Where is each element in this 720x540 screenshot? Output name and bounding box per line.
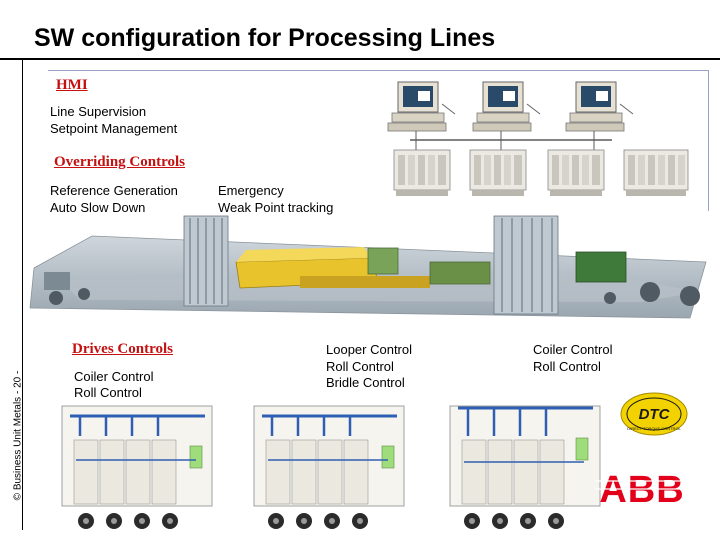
hmi-item-setpoint-management: Setpoint Management [50,121,178,136]
drives-right-item-coiler-control: Coiler Control [533,342,613,357]
plc-rack-3 [547,149,605,196]
overriding-item-weak-point-tracking: Weak Point tracking [218,200,334,215]
drive-group-3-motors [464,513,564,529]
plc-rack-1 [393,149,451,196]
drives-mid-item-roll-control: Roll Control [326,359,394,374]
hmi-workstation-3 [565,81,634,132]
hmi-network-bus [410,131,612,150]
overriding-item-reference-generation: Reference Generation [50,183,178,198]
plc-rack-4 [623,149,689,196]
hmi-workstation-2 [472,81,541,132]
plc-rack-2 [469,149,527,196]
dtc-logo-subtext: DIRECT TORQUE CONTROL [627,426,681,431]
overriding-item-emergency: Emergency [218,183,284,198]
abb-logo-stripes [596,480,688,490]
overriding-item-auto-slow-down: Auto Slow Down [50,200,146,215]
drives-right-item-roll-control: Roll Control [533,359,601,374]
drive-group-2 [253,405,405,507]
overriding-heading: Overriding Controls [54,154,185,170]
title-divider [0,58,720,60]
hmi-item-line-supervision: Line Supervision [50,104,147,119]
abb-logo: ABB [599,469,684,511]
upper-frame [48,70,709,211]
hmi-heading: HMI [56,77,88,93]
drives-mid-item-looper-control: Looper Control [326,342,412,357]
dtc-logo: DTC DIRECT TORQUE CONTROL [620,392,688,436]
drives-mid-item-bridle-control: Bridle Control [326,375,405,390]
drives-left-item-coiler-control: Coiler Control [74,369,154,384]
dtc-logo-text: DTC [639,406,671,423]
left-margin-rule [22,60,23,530]
process-line [29,215,707,319]
hmi-workstation-1 [387,81,456,132]
drives-heading: Drives Controls [72,341,173,357]
slide-title: SW configuration for Processing Lines [34,24,496,52]
drive-group-1 [61,405,213,507]
drive-group-2-motors [268,513,368,529]
drives-left-item-roll-control: Roll Control [74,385,142,400]
drive-group-3 [449,405,601,507]
drive-group-1-motors [78,513,178,529]
